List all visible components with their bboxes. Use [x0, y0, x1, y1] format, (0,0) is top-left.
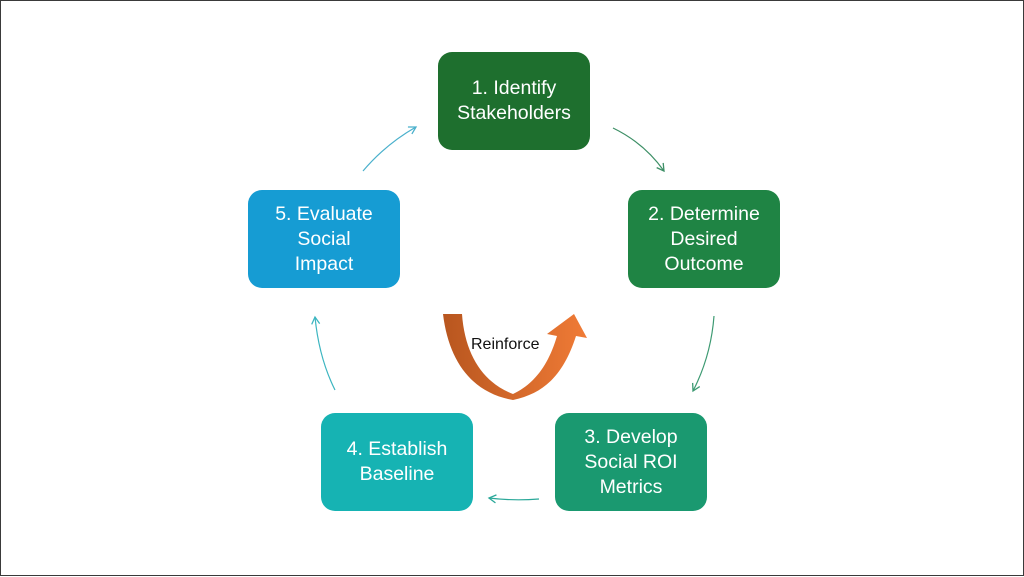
- step-5-evaluate-social-impact: 5. Evaluate Social Impact: [248, 190, 400, 288]
- u-turn-arrow-icon: [443, 314, 587, 400]
- connector-2-to-3: [691, 315, 715, 393]
- connector-3-to-4: [487, 494, 540, 504]
- step-1-identify-stakeholders: 1. Identify Stakeholders: [438, 52, 590, 150]
- step-2-determine-desired-outcome: 2. Determine Desired Outcome: [628, 190, 780, 288]
- step-4-label: 4. Establish Baseline: [346, 438, 448, 485]
- connector-4-to-5: [311, 315, 336, 391]
- step-3-develop-social-roi-metrics: 3. Develop Social ROI Metrics: [555, 413, 707, 511]
- step-3-label: 3. Develop Social ROI Metrics: [584, 425, 678, 498]
- connector-1-to-2: [612, 127, 665, 173]
- step-4-establish-baseline: 4. Establish Baseline: [321, 413, 473, 511]
- reinforce-label: Reinforce: [471, 336, 540, 353]
- step-2-label: 2. Determine Desired Outcome: [648, 202, 760, 275]
- connector-5-to-1: [362, 126, 418, 172]
- step-5-label: 5. Evaluate Social Impact: [275, 202, 373, 275]
- step-1-label: 1. Identify Stakeholders: [457, 77, 571, 124]
